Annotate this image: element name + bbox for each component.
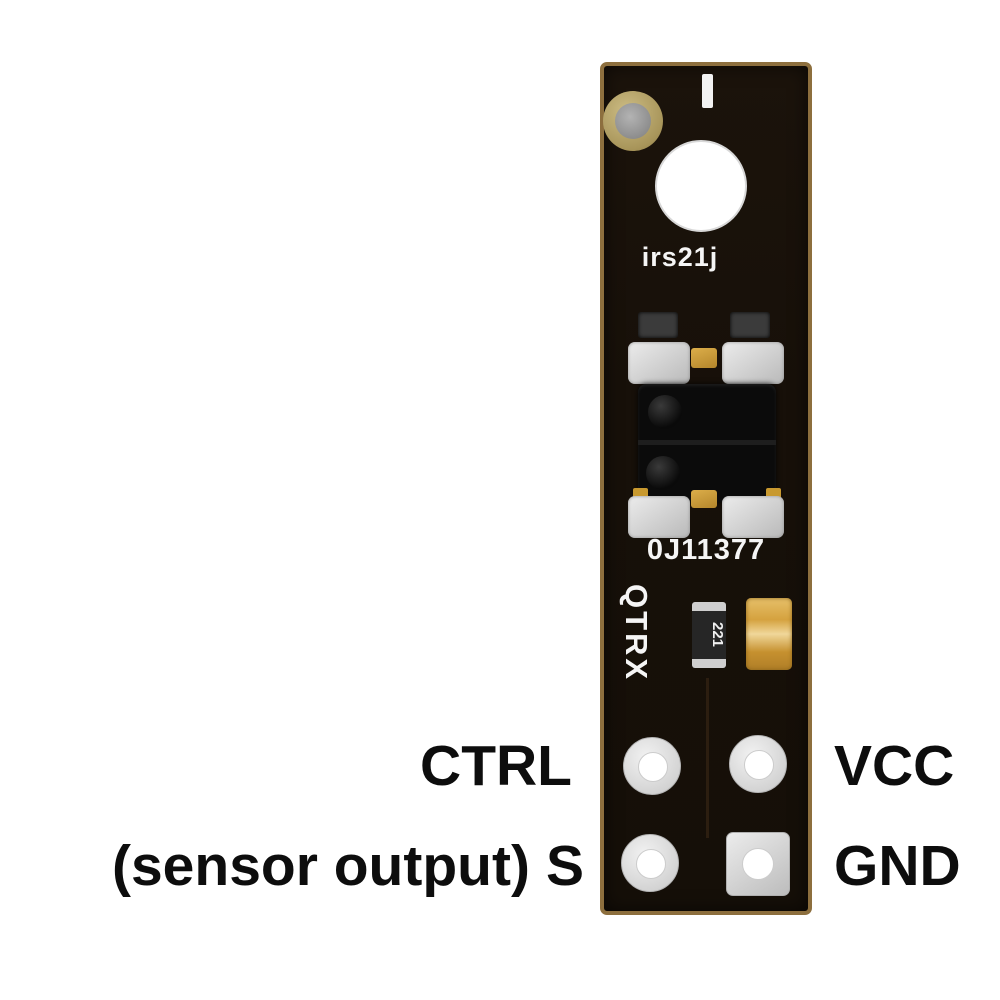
pin-label-s-name: S (545, 834, 584, 898)
housing-divider (638, 440, 776, 445)
smd-component-right (730, 312, 770, 338)
smd-capacitor (746, 598, 792, 670)
resistor-code: 221 (709, 622, 726, 648)
gold-pad-top (691, 348, 717, 368)
solder-pad-top-right (722, 342, 784, 384)
ir-sensor-housing (633, 384, 781, 502)
smd-component-left (638, 312, 678, 338)
pcb-trace (706, 678, 709, 838)
pin-label-s-description: (sensor output) (112, 834, 530, 898)
mounting-hole-ring (603, 91, 663, 151)
product-name-silkscreen: QTRX (619, 584, 654, 683)
gold-pad-mid (691, 490, 717, 508)
through-hole-vcc (729, 735, 787, 793)
ir-detector-lens (646, 456, 680, 490)
board-hole (655, 140, 747, 232)
ir-emitter-lens (648, 395, 682, 429)
through-hole-ctrl (623, 737, 681, 795)
resistor-terminal-top (692, 602, 726, 611)
solder-pad-mid-right (722, 496, 784, 538)
mounting-hole (615, 103, 651, 139)
orientation-mark-silkscreen (702, 74, 713, 108)
pin-label-gnd: GND (834, 834, 961, 898)
pin-label-ctrl: CTRL (420, 734, 572, 798)
serial-number-silkscreen: 0J11377 (646, 534, 766, 566)
through-hole-gnd-center (742, 848, 774, 880)
through-hole-s-center (636, 849, 666, 879)
pin-label-vcc: VCC (834, 734, 955, 798)
solder-pad-top-left (628, 342, 690, 384)
through-hole-vcc-center (744, 750, 774, 780)
pcb-board: irs21j 0J11377 QTRX 221 (600, 62, 812, 915)
through-hole-gnd (726, 832, 790, 896)
resistor-terminal-bottom (692, 659, 726, 668)
sensor-part-label: irs21j (641, 242, 719, 272)
through-hole-s (621, 834, 679, 892)
sensor-pin-right (766, 488, 781, 499)
pin-label-s: (sensor output)S (0, 838, 584, 895)
smd-resistor: 221 (692, 602, 726, 668)
sensor-pin-left (633, 488, 648, 499)
solder-pad-mid-left (628, 496, 690, 538)
through-hole-ctrl-center (638, 752, 668, 782)
